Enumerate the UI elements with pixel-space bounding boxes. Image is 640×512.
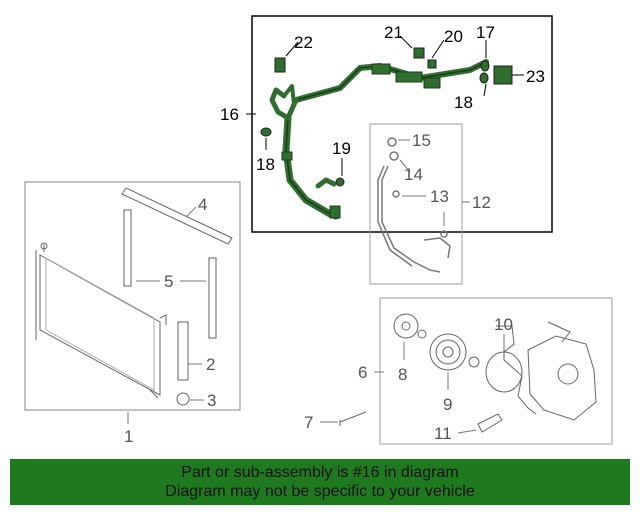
callout-6: 6 (358, 363, 367, 382)
callout-4: 4 (198, 195, 207, 214)
condenser-group-box (24, 181, 241, 411)
part-20-cap (427, 59, 437, 69)
part-7-bolt (339, 411, 367, 426)
callout-10: 10 (494, 315, 513, 334)
callout-18-right: 18 (454, 93, 473, 112)
callout-8: 8 (398, 365, 407, 384)
part-8-plate (393, 313, 419, 339)
notice-line-2: Diagram may not be specific to your vehi… (165, 483, 475, 500)
callout-19: 19 (332, 139, 351, 158)
leader-lines-hose (246, 35, 524, 176)
callout-2: 2 (206, 355, 215, 374)
callout-12: 12 (472, 193, 491, 212)
part-23-block (493, 65, 513, 85)
leader-lines-compressor (320, 334, 505, 434)
callout-21: 21 (384, 23, 403, 42)
callout-18-left: 18 (256, 155, 275, 174)
part-5-rod-right (208, 257, 217, 339)
callout-22: 22 (294, 33, 313, 52)
callout-7: 7 (304, 413, 313, 432)
condenser-drawing (35, 242, 167, 399)
callout-1: 1 (124, 427, 133, 446)
part-9-pulley (429, 333, 467, 371)
callout-14: 14 (404, 165, 423, 184)
hose-box-small-parts (260, 47, 513, 187)
part-10-coil (485, 351, 523, 393)
part-4-bracket (121, 187, 233, 245)
part-16-hose-assembly (269, 59, 489, 220)
part-18-oring-right (479, 72, 489, 84)
part-3-plug (176, 392, 190, 406)
compressor-drawing (339, 313, 597, 433)
compressor-box (379, 297, 613, 445)
part-19-oring (335, 177, 345, 187)
callout-17: 17 (476, 23, 495, 42)
leader-lines-left (127, 206, 206, 424)
part-2-drier (177, 321, 189, 381)
part-17-oring (480, 60, 490, 72)
callout-23: 23 (526, 67, 545, 86)
part-11-sensor (477, 413, 503, 433)
part-5-rod-left (123, 209, 132, 287)
notice-line-1: Part or sub-assembly is #16 in diagram (181, 464, 459, 481)
callout-11: 11 (434, 424, 452, 443)
callout-3: 3 (207, 391, 216, 410)
callout-5: 5 (164, 272, 173, 291)
callout-20: 20 (444, 27, 463, 46)
part-18-oring-left (260, 127, 272, 137)
part-12-liquid-line (377, 137, 451, 273)
liquid-line-box (369, 123, 463, 285)
callout-16: 16 (220, 105, 239, 124)
callout-15: 15 (412, 131, 431, 150)
part-22-valve (274, 57, 286, 73)
part-21-cap (413, 47, 425, 59)
hose-assembly-box (251, 15, 553, 233)
callout-9: 9 (443, 395, 452, 414)
notice-banner: Part or sub-assembly is #16 in diagram D… (10, 459, 630, 505)
callout-13: 13 (430, 187, 449, 206)
leader-lines-liquid (398, 139, 470, 226)
